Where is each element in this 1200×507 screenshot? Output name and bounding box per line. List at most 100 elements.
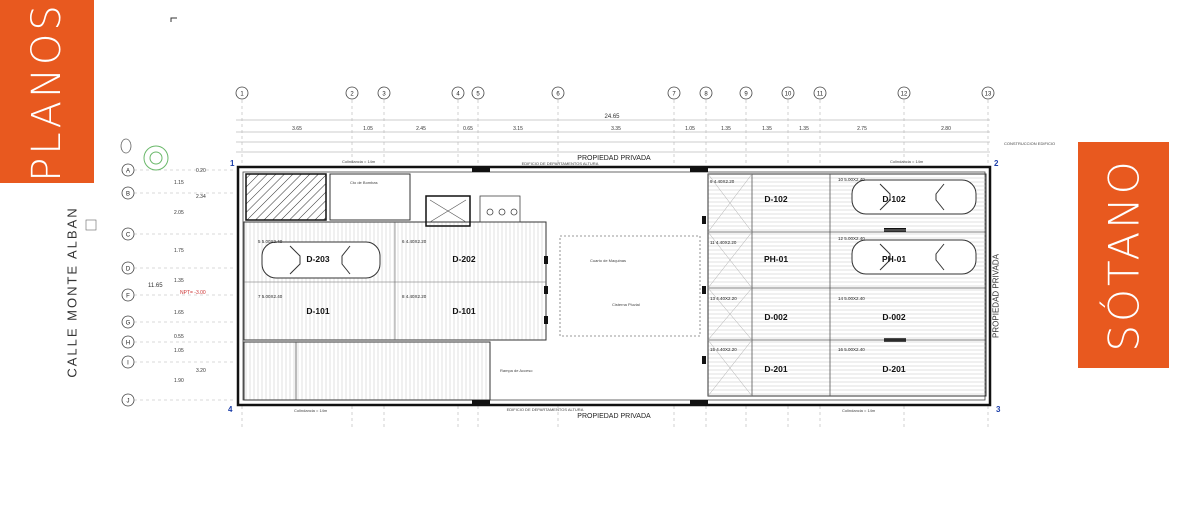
parking-space-label: D-201	[882, 364, 905, 374]
colindancia-top-right: Colindancia = 14m	[890, 159, 924, 164]
axis-label: 9	[744, 92, 748, 98]
axis-bubble	[981, 86, 995, 100]
parking-space-size: 8 4.40X2.20	[402, 294, 427, 299]
machine-room-label: Cuarto de Maquinas	[590, 258, 626, 263]
axis-label: 12	[901, 92, 908, 98]
axis-label: 1	[240, 92, 244, 98]
axis-bubble	[235, 86, 249, 100]
car-icon	[261, 241, 381, 279]
axis-bubble	[813, 86, 827, 100]
property-bottom-label: PROPIEDAD PRIVADA	[577, 413, 651, 420]
parking-space-label: D-201	[764, 364, 787, 374]
dimension-label: 1.35	[799, 126, 809, 132]
dimension-label: 1.15	[174, 180, 184, 186]
dimension-label: 1.35	[174, 278, 184, 284]
dimension-label: 2.05	[174, 210, 184, 216]
corner-number: 1	[230, 159, 235, 168]
axis-bubble	[451, 86, 465, 100]
parking-space-label: D-203	[306, 254, 329, 264]
car-icon	[851, 239, 977, 275]
total-width-label: 24.65	[604, 114, 620, 120]
parking-space-size: 10 5.00X2.40	[838, 177, 865, 182]
parking-space-label: PH-01	[764, 254, 788, 264]
dimension-label: 2.34	[196, 194, 206, 200]
corner-number: 3	[996, 405, 1001, 414]
title-tab-sotano: SÓTANO	[1078, 142, 1169, 368]
axis-bubble	[377, 86, 391, 100]
axis-label: 8	[704, 92, 708, 98]
axis-label: F	[126, 294, 130, 300]
axis-label: H	[126, 341, 130, 347]
axis-label: D	[126, 267, 131, 273]
total-height-label: 11.65	[148, 283, 163, 289]
dimension-label: 1.05	[174, 348, 184, 354]
axis-bubble	[121, 163, 135, 177]
axis-bubble	[551, 86, 565, 100]
dimension-label: 1.35	[721, 126, 731, 132]
axis-label: G	[126, 321, 131, 327]
parking-space-size: 14 5.00X2.40	[838, 296, 865, 301]
corner-number: 2	[994, 159, 999, 168]
dimension-label: 2.45	[416, 126, 426, 132]
axis-bubble	[471, 86, 485, 100]
axis-bubble	[667, 86, 681, 100]
parking-space-size: 12 5.00X2.40	[838, 236, 865, 241]
neighbor-bottom-label: EDIFICIO DE DEPARTAMENTOS ALTURA	[507, 407, 584, 412]
axis-label: 3	[382, 92, 386, 98]
boiler-label: Cto de Bombas	[350, 180, 378, 185]
axis-bubble	[897, 86, 911, 100]
parking-space-size: 16 5.00X2.40	[838, 347, 865, 352]
bay-diagonals	[707, 173, 753, 397]
axis-label: C	[126, 233, 131, 239]
dimension-lines-top	[236, 119, 990, 153]
title-tab-planos: PLANOS	[0, 0, 94, 183]
corner-mark	[170, 17, 177, 22]
parking-space-label: D-101	[452, 306, 475, 316]
parking-space-label: D-102	[882, 194, 905, 204]
machine-room	[559, 235, 701, 337]
dimension-label: 2.80	[941, 126, 951, 132]
parking-space-size: 15 4.40X2.20	[710, 347, 737, 352]
axis-label: B	[126, 192, 130, 198]
axis-bubble	[121, 315, 135, 329]
dimension-label: 0.65	[463, 126, 473, 132]
property-top-label: PROPIEDAD PRIVADA	[577, 155, 651, 162]
colindancia-top: Colindancia = 14m	[342, 159, 376, 164]
dimension-label: 3.20	[196, 368, 206, 374]
dimension-label: 3.15	[513, 126, 523, 132]
parking-space-size: 5 5.00X2.40	[258, 239, 283, 244]
parking-space-label: D-101	[306, 306, 329, 316]
axis-bubble	[121, 227, 135, 241]
dimension-label: 1.65	[174, 310, 184, 316]
axis-bubble	[739, 86, 753, 100]
ramp-label: Rampa de Acceso	[500, 368, 533, 373]
dimension-label: 1.05	[363, 126, 373, 132]
colindancia-bottom: Colindancia = 14m	[294, 408, 328, 413]
dimension-label: 0.55	[174, 334, 184, 340]
neighbor-top-label: EDIFICIO DE DEPARTAMENTOS ALTURA	[522, 161, 599, 166]
parking-space-label: D-102	[764, 194, 787, 204]
dimension-label: 1.75	[174, 248, 184, 254]
axis-bubble	[345, 86, 359, 100]
dimension-label: 2.75	[857, 126, 867, 132]
axis-bubble	[699, 86, 713, 100]
parking-space-label: D-002	[764, 312, 787, 322]
elevator-shaft	[425, 195, 471, 227]
parking-space-size: 6 4.40X2.20	[402, 239, 427, 244]
axis-label: J	[127, 399, 130, 405]
npt-label: NPT= -3.00	[180, 290, 206, 296]
parking-space-label: D-002	[882, 312, 905, 322]
dimension-label: 3.65	[292, 126, 302, 132]
parking-space-label: PH-01	[882, 254, 906, 264]
corner-number: 4	[228, 405, 233, 414]
dimension-label: 1.05	[685, 126, 695, 132]
north-marker	[120, 138, 132, 154]
axis-bubble	[121, 261, 135, 275]
parking-space-size: 13 4.40X2.20	[710, 296, 737, 301]
tree-icon	[143, 145, 169, 171]
